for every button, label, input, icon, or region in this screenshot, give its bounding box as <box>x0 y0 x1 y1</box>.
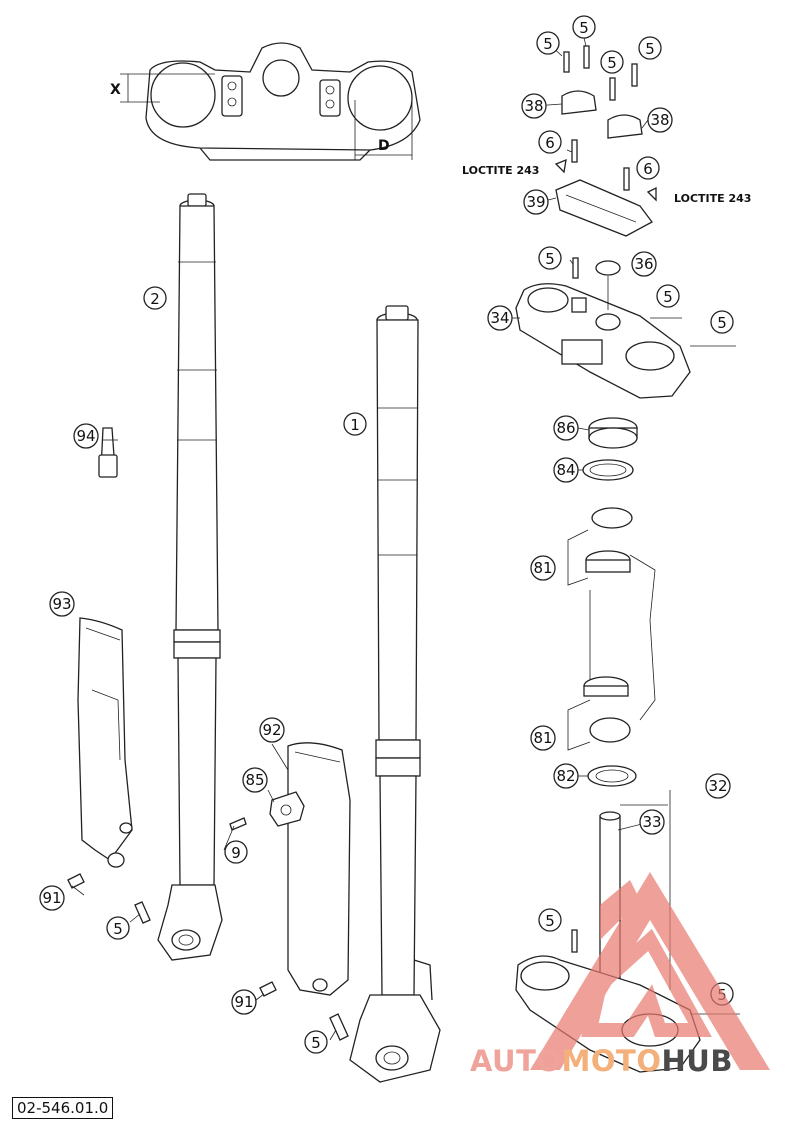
svg-text:5: 5 <box>579 19 589 37</box>
svg-text:6: 6 <box>545 134 555 152</box>
svg-text:5: 5 <box>543 35 553 53</box>
seal-86 <box>588 417 638 449</box>
callout-85: 85 <box>242 767 268 793</box>
loctite-label-right: LOCTITE 243 <box>674 192 751 205</box>
callout-81: 81 <box>530 725 556 751</box>
handlebar-clamps-38 <box>561 90 643 139</box>
callout-5: 5 <box>304 1030 328 1054</box>
svg-text:2: 2 <box>150 290 160 308</box>
upper-bolts <box>554 45 657 202</box>
svg-text:5: 5 <box>113 920 123 938</box>
watermark-text: AUTOMOTOHUB <box>470 1044 733 1078</box>
svg-text:93: 93 <box>52 595 71 613</box>
callout-6: 6 <box>636 156 660 180</box>
svg-text:92: 92 <box>262 721 281 739</box>
callout-5: 5 <box>638 36 662 60</box>
callout-93: 93 <box>49 591 75 617</box>
callout-94: 94 <box>73 423 99 449</box>
loctite-label-left: LOCTITE 243 <box>462 164 539 177</box>
svg-text:91: 91 <box>234 993 253 1011</box>
svg-text:5: 5 <box>311 1034 321 1052</box>
svg-text:33: 33 <box>642 813 661 831</box>
callout-91: 91 <box>231 989 257 1015</box>
callout-6: 6 <box>538 130 562 154</box>
svg-text:5: 5 <box>545 250 555 268</box>
callout-5: 5 <box>536 31 560 55</box>
handlebar-bridge-39 <box>555 179 653 237</box>
fork-guard-93 <box>77 617 133 868</box>
svg-text:5: 5 <box>645 40 655 58</box>
callout-38: 38 <box>521 93 547 119</box>
callout-5: 5 <box>572 15 596 39</box>
svg-text:91: 91 <box>42 889 61 907</box>
dimension-lines: X D <box>110 73 413 160</box>
callout-2: 2 <box>143 286 167 310</box>
svg-text:9: 9 <box>231 844 241 862</box>
callouts: 5 5 5 5 38 38 6 6 39 5 36 5 34 5 86 84 8… <box>39 15 734 1054</box>
callout-39: 39 <box>523 189 549 215</box>
svg-text:39: 39 <box>526 193 545 211</box>
callout-5: 5 <box>600 50 624 74</box>
svg-text:85: 85 <box>245 771 264 789</box>
callout-92: 92 <box>259 717 285 743</box>
svg-text:32: 32 <box>708 777 727 795</box>
clamp-85 <box>269 791 305 827</box>
svg-text:81: 81 <box>533 729 552 747</box>
svg-text:86: 86 <box>556 419 575 437</box>
part-94-valve <box>98 427 118 478</box>
watermark-logo <box>530 872 770 1070</box>
dimension-x-label: X <box>110 82 121 98</box>
leader-lines <box>71 37 671 1041</box>
upper-triple-clamp-dimensioned <box>145 42 421 161</box>
callout-84: 84 <box>553 457 579 483</box>
callout-32: 32 <box>705 773 731 799</box>
svg-text:81: 81 <box>533 559 552 577</box>
fork-guard-92 <box>287 742 351 996</box>
callout-91: 91 <box>39 885 65 911</box>
callout-9: 9 <box>224 840 248 864</box>
svg-text:1: 1 <box>350 416 360 434</box>
svg-text:84: 84 <box>556 461 575 479</box>
ring-84 <box>582 459 634 481</box>
svg-text:5: 5 <box>717 314 727 332</box>
reference-number: 02-546.01.0 <box>12 1097 114 1119</box>
callout-5: 5 <box>106 916 130 940</box>
svg-text:36: 36 <box>634 255 653 273</box>
svg-text:38: 38 <box>650 111 669 129</box>
seal-82 <box>587 765 637 787</box>
callout-5: 5 <box>710 310 734 334</box>
callout-86: 86 <box>553 415 579 441</box>
watermark-auto: AUTO <box>470 1044 562 1078</box>
svg-text:5: 5 <box>545 912 555 930</box>
steering-stem-outline <box>589 554 656 721</box>
callout-34: 34 <box>487 305 513 331</box>
callout-38: 38 <box>647 107 673 133</box>
fork-leg-2 <box>157 193 223 961</box>
dimension-d-label: D <box>378 138 390 154</box>
callout-36: 36 <box>631 251 657 277</box>
upper-triple-clamp-34 <box>515 257 736 399</box>
svg-text:5: 5 <box>663 288 673 306</box>
watermark-moto: MOTO <box>561 1044 662 1078</box>
svg-text:94: 94 <box>76 427 95 445</box>
fork-leg-1 <box>349 305 441 1083</box>
callout-1: 1 <box>343 412 367 436</box>
svg-text:5: 5 <box>607 54 617 72</box>
svg-text:6: 6 <box>643 160 653 178</box>
callout-5: 5 <box>538 908 562 932</box>
callout-5: 5 <box>538 246 562 270</box>
bearing-81-bottom <box>583 676 631 743</box>
svg-text:34: 34 <box>490 309 509 327</box>
watermark-hub: HUB <box>661 1044 733 1078</box>
callout-82: 82 <box>553 763 579 789</box>
svg-text:38: 38 <box>524 97 543 115</box>
callout-81: 81 <box>530 555 556 581</box>
callout-5: 5 <box>656 284 680 308</box>
callout-33: 33 <box>639 809 665 835</box>
svg-text:82: 82 <box>556 767 575 785</box>
bearing-81-top <box>585 507 633 573</box>
